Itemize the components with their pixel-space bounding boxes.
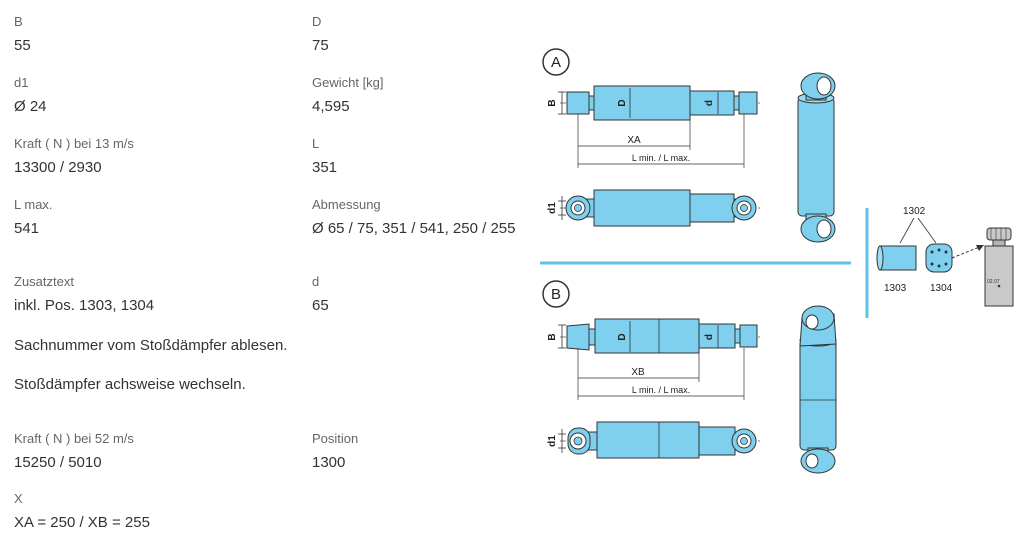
spec-x-label: X <box>14 491 23 506</box>
spec-D-value: 75 <box>312 37 329 54</box>
parts-detail: 1302 1303 1304 02.07 <box>876 206 1014 307</box>
dim-b-d1: d1 <box>547 435 558 447</box>
dim-b-d: d <box>704 334 715 340</box>
spec-lmax-label: L max. <box>14 197 53 212</box>
shock-b-3d-view <box>799 305 837 474</box>
variant-b-letter: B <box>551 286 561 303</box>
part-label-1302: 1302 <box>903 206 926 217</box>
variant-a-letter: A <box>551 54 561 71</box>
shock-grey-end: 02.07 <box>984 227 1014 307</box>
part-label-1303: 1303 <box>884 283 907 294</box>
spec-lmax-value: 541 <box>14 220 40 237</box>
spec-l-label: L <box>312 136 320 151</box>
spec-zusatztext-label: Zusatztext <box>14 274 74 289</box>
shock-a-3d-view <box>797 72 836 243</box>
dim-b-D: D <box>617 333 628 340</box>
dim-b-b: B <box>547 333 558 340</box>
note-sachnummer: Sachnummer vom Stoßdämpfer ablesen. <box>14 337 288 354</box>
spec-x-value: XA = 250 / XB = 255 <box>14 514 150 531</box>
part-label-1304: 1304 <box>930 283 953 294</box>
dim-a-b: B <box>547 99 558 106</box>
shock-a-top-view <box>560 189 760 227</box>
dim-b-xb: XB <box>631 367 645 378</box>
variant-b: B B D d XB L min. / L max. <box>542 280 837 474</box>
spec-l-value: 351 <box>312 159 338 176</box>
spec-position-value: 1300 <box>312 454 346 471</box>
spec-gewicht-value: 4,595 <box>312 98 350 115</box>
spec-d1-label: d1 <box>14 75 29 90</box>
dim-a-d1: d1 <box>547 202 558 214</box>
spec-kraft52-label: Kraft ( N ) bei 52 m/s <box>14 431 134 446</box>
spec-b-value: 55 <box>14 37 31 54</box>
assembly-arrow <box>951 245 983 259</box>
spec-kraft13-value: 13300 / 2930 <box>14 159 102 176</box>
shock-b-side-view <box>560 318 760 354</box>
shock-grey-tag: 02.07 <box>987 279 1000 285</box>
shock-b-top-view <box>560 421 760 459</box>
dim-a-d: d <box>704 100 715 106</box>
note-achsweise: Stoßdämpfer achsweise wechseln. <box>14 376 246 393</box>
spec-D-label: D <box>312 14 322 29</box>
dim-a-l: L min. / L max. <box>632 153 690 163</box>
spec-d1-value: Ø 24 <box>14 98 47 115</box>
shock-absorber-drawing: A B D d XA L min. / L max. <box>540 48 1014 474</box>
dim-b-l: L min. / L max. <box>632 385 690 395</box>
shock-a-side-view <box>560 85 760 121</box>
spec-d-value: 65 <box>312 297 329 314</box>
spec-zusatztext-value: inkl. Pos. 1303, 1304 <box>14 297 155 314</box>
spec-kraft52-value: 15250 / 5010 <box>14 454 102 471</box>
spec-kraft13-label: Kraft ( N ) bei 13 m/s <box>14 136 134 151</box>
part-1303-sleeve <box>879 245 917 271</box>
variant-b-badge <box>542 280 570 308</box>
part-1304-bushing <box>925 243 953 273</box>
dim-a-D: D <box>617 99 628 106</box>
spec-b-label: B <box>14 14 23 29</box>
spec-gewicht-label: Gewicht [kg] <box>312 75 384 90</box>
spec-abmessung-label: Abmessung <box>312 197 381 212</box>
spec-abmessung-value: Ø 65 / 75, 351 / 541, 250 / 255 <box>312 220 516 237</box>
variant-a-badge <box>542 48 570 76</box>
spec-d-label: d <box>312 274 320 289</box>
spec-position-label: Position <box>312 431 359 446</box>
dim-a-xa: XA <box>627 135 641 146</box>
variant-a: A B D d XA L min. / L max. <box>542 48 836 243</box>
